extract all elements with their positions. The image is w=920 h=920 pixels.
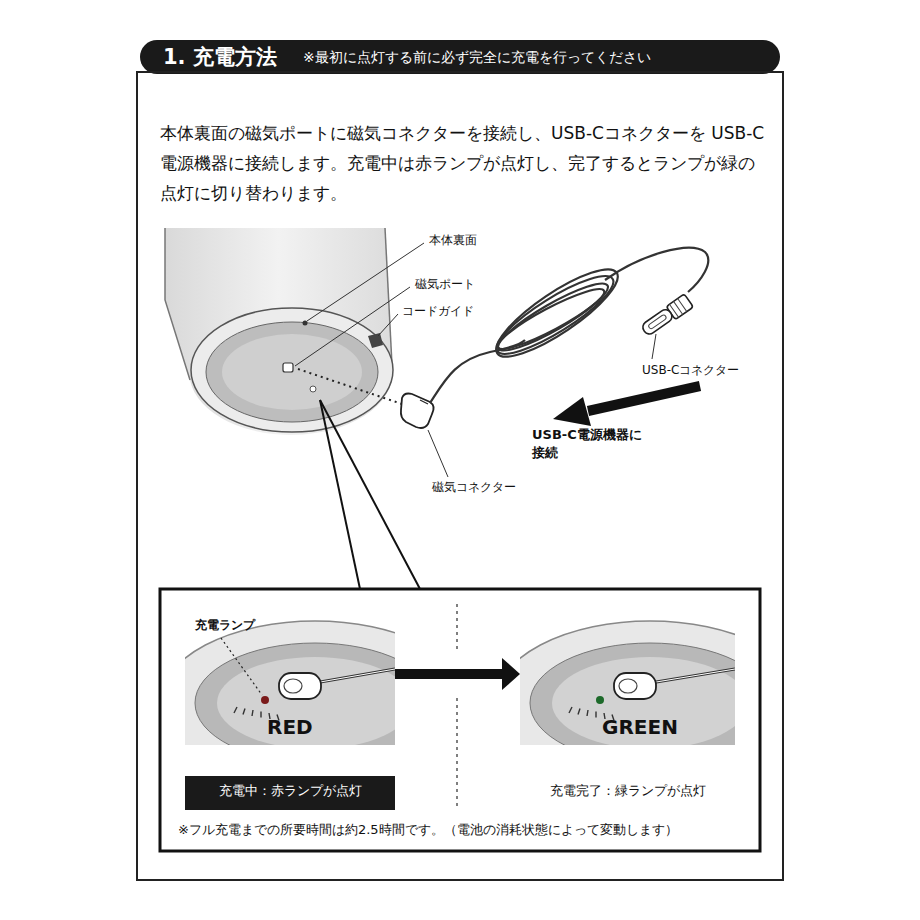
cord-guide <box>368 333 383 348</box>
status-caption-dark: 充電中：赤ランプが点灯 <box>185 776 395 810</box>
part-label: 磁気ポート <box>413 277 477 291</box>
part-label: 磁気コネクター <box>430 480 518 494</box>
cable <box>430 248 708 403</box>
node-text: 充電完了：緑ランプが点灯 <box>525 776 730 806</box>
title-bar <box>140 40 780 74</box>
status-caption-light: 充電完了：緑ランプが点灯 <box>525 776 730 810</box>
callout-lines <box>320 400 420 589</box>
action-label: USB-C電源機器に接続 <box>532 426 652 462</box>
part-label: 本体裏面 <box>427 233 479 247</box>
footnote: ※フル充電までの所要時間は約2.5時間です。（電池の消耗状態によって変動します） <box>178 822 678 838</box>
part-label: USB-Cコネクター <box>640 363 741 377</box>
device-body <box>165 228 393 435</box>
panel-separator <box>456 604 458 810</box>
magnetic-connector <box>401 394 434 429</box>
complete-panel: GREEN <box>520 603 735 745</box>
color-label: RED <box>267 715 313 739</box>
inset-box: ※フル充電までの所要時間は約2.5時間です。（電池の消耗状態によって変動します）… <box>160 589 760 851</box>
color-label: GREEN <box>602 715 678 739</box>
leader-line <box>295 243 656 477</box>
lamp-label: 充電ランプ <box>195 618 255 632</box>
title-note: ※最初に点灯する前に必ず完全に充電を行ってください <box>303 47 651 67</box>
part-label: コードガイド <box>400 304 476 318</box>
usb-c-connector <box>640 294 693 338</box>
node-text: 充電中：赤ランプが点灯 <box>185 776 395 806</box>
outer-frame <box>137 72 783 880</box>
charge-lamp <box>310 386 316 392</box>
leader-line <box>221 638 262 695</box>
magnetic-port <box>283 363 293 372</box>
title-text: 1. 充電方法 <box>163 42 277 72</box>
direction-arrow <box>553 386 700 426</box>
instruction-text: 本体裏面の磁気ポートに磁気コネクターを接続し、USB-Cコネクターを USB-C… <box>160 118 765 208</box>
charging-panel: 充電ランプ RED <box>185 603 395 745</box>
process-arrow <box>395 658 520 690</box>
insertion-path <box>298 369 402 404</box>
